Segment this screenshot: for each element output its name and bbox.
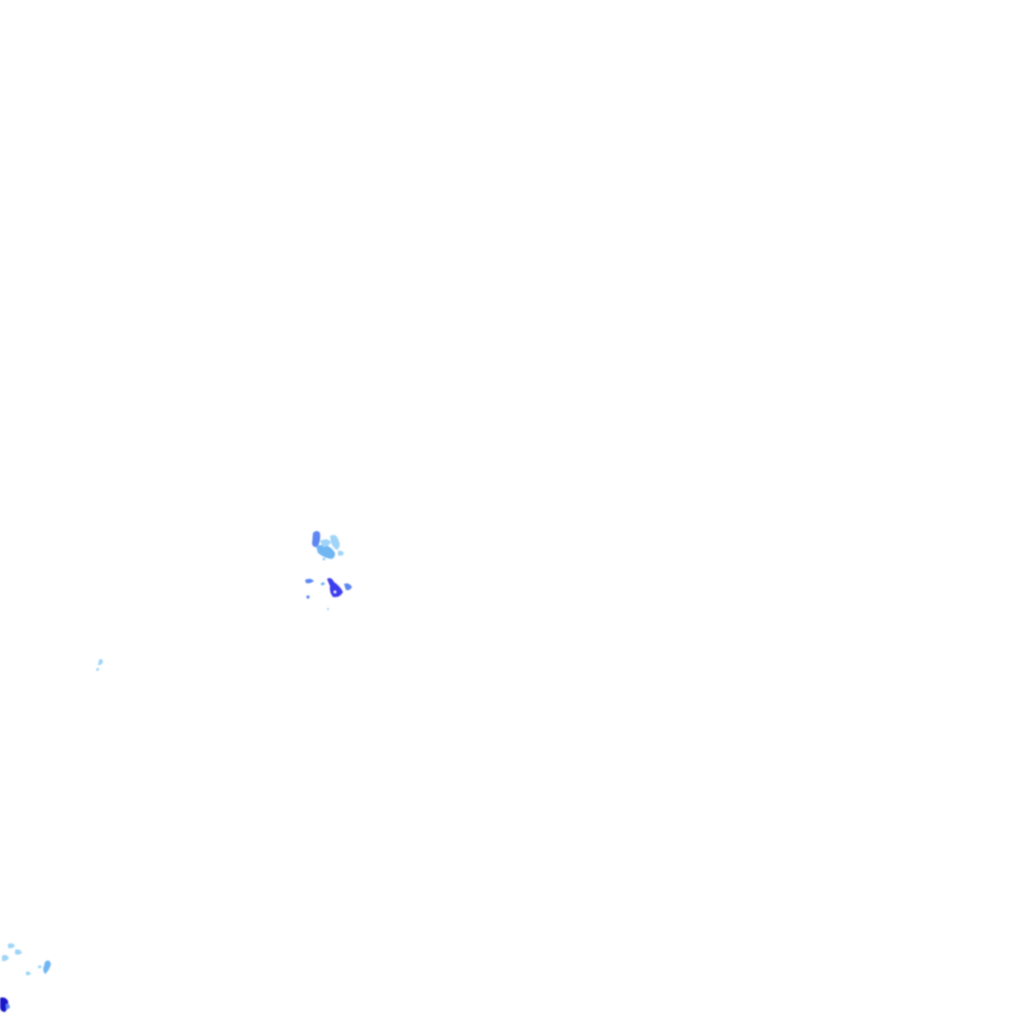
echo-light <box>8 943 15 949</box>
echo-light-medium <box>321 582 325 586</box>
west-speck <box>96 658 103 671</box>
echo-light <box>322 557 326 561</box>
echo-medium <box>312 531 321 548</box>
echo-heavy <box>327 578 343 598</box>
echo-medium <box>306 595 310 599</box>
central-north-cluster <box>312 531 344 561</box>
echo-light <box>330 535 340 550</box>
southwest-cluster <box>2 943 51 976</box>
echo-light <box>15 949 22 955</box>
echo-light <box>98 658 103 666</box>
echo-light <box>26 971 31 976</box>
echo-medium <box>305 578 314 584</box>
echo-white <box>333 590 337 594</box>
echo-light <box>38 965 42 969</box>
echo-light <box>2 954 9 962</box>
echo-medium <box>6 1003 10 1010</box>
central-south-cluster <box>305 578 352 611</box>
echo-light-medium <box>43 960 51 974</box>
echo-light-medium <box>328 550 335 556</box>
echo-medium <box>344 583 352 591</box>
echo-light <box>338 550 344 556</box>
echo-light <box>326 607 330 611</box>
echo-light <box>320 539 331 547</box>
echo-light <box>96 667 99 671</box>
southwest-corner-cell <box>0 997 10 1012</box>
